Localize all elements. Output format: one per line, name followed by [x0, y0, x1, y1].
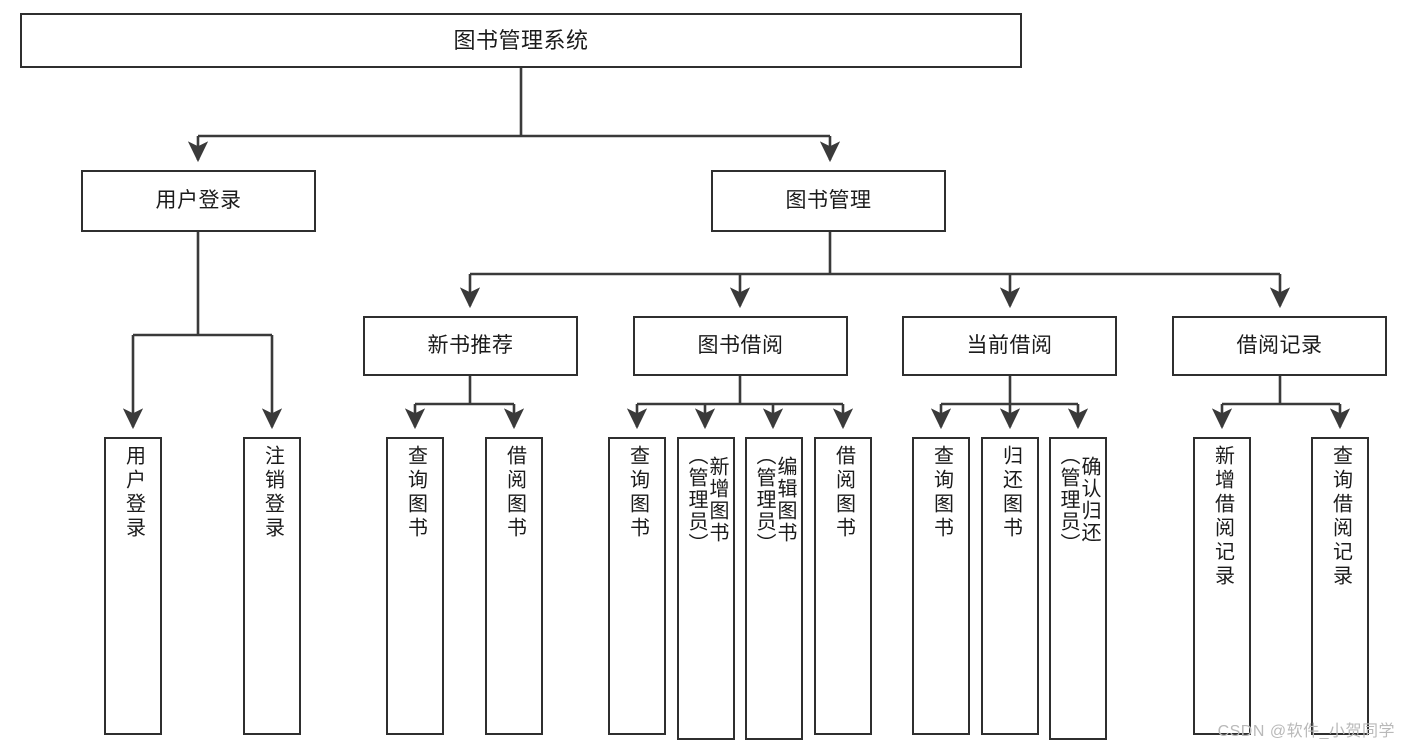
node-label: 图书借阅: [697, 333, 784, 357]
node-label: 查询借阅记录: [1329, 445, 1352, 589]
node-book-management[interactable]: 图书管理: [711, 170, 946, 232]
node-label: 查询图书: [626, 445, 649, 541]
node-borrow-record[interactable]: 借阅记录: [1172, 316, 1387, 376]
node-label: 借阅图书: [503, 445, 526, 541]
leaf-record-add-borrow-record[interactable]: 新增借阅记录: [1193, 437, 1251, 735]
node-label: 图书管理系统: [453, 27, 589, 53]
leaf-borrow-query-book[interactable]: 查询图书: [608, 437, 666, 735]
leaf-user-login-signout[interactable]: 注销登录: [243, 437, 301, 735]
node-label: 确认归还 （管理员）: [1057, 445, 1100, 555]
node-label: 查询图书: [404, 445, 427, 541]
node-label: 注销登录: [261, 445, 284, 541]
node-root-system[interactable]: 图书管理系统: [20, 13, 1022, 68]
leaf-current-return-book[interactable]: 归还图书: [981, 437, 1039, 735]
node-label: 新增借阅记录: [1211, 445, 1234, 589]
node-book-borrow[interactable]: 图书借阅: [633, 316, 848, 376]
node-new-book-recommend[interactable]: 新书推荐: [363, 316, 578, 376]
node-label: 编辑图书 （管理员）: [753, 445, 796, 555]
leaf-user-login-signin[interactable]: 用户登录: [104, 437, 162, 735]
leaf-borrow-add-book-admin[interactable]: 新增图书 （管理员）: [677, 437, 735, 740]
leaf-recommend-borrow-book[interactable]: 借阅图书: [485, 437, 543, 735]
node-label: 用户登录: [122, 445, 145, 541]
leaf-record-query-borrow-record[interactable]: 查询借阅记录: [1311, 437, 1369, 735]
node-label: 新书推荐: [427, 333, 514, 357]
node-label: 新增图书 （管理员）: [685, 445, 728, 555]
node-label: 借阅记录: [1236, 333, 1323, 357]
node-user-login[interactable]: 用户登录: [81, 170, 316, 232]
node-label: 借阅图书: [832, 445, 855, 541]
node-label: 当前借阅: [966, 333, 1053, 357]
leaf-current-confirm-return-admin[interactable]: 确认归还 （管理员）: [1049, 437, 1107, 740]
node-current-borrow[interactable]: 当前借阅: [902, 316, 1117, 376]
leaf-current-query-book[interactable]: 查询图书: [912, 437, 970, 735]
node-label: 归还图书: [999, 445, 1022, 541]
leaf-recommend-query-book[interactable]: 查询图书: [386, 437, 444, 735]
watermark-text: CSDN @软件_小贺同学: [1217, 723, 1395, 740]
node-label: 查询图书: [930, 445, 953, 541]
node-label: 用户登录: [155, 188, 242, 212]
leaf-borrow-edit-book-admin[interactable]: 编辑图书 （管理员）: [745, 437, 803, 740]
node-label: 图书管理: [785, 188, 872, 212]
leaf-borrow-borrow-book[interactable]: 借阅图书: [814, 437, 872, 735]
